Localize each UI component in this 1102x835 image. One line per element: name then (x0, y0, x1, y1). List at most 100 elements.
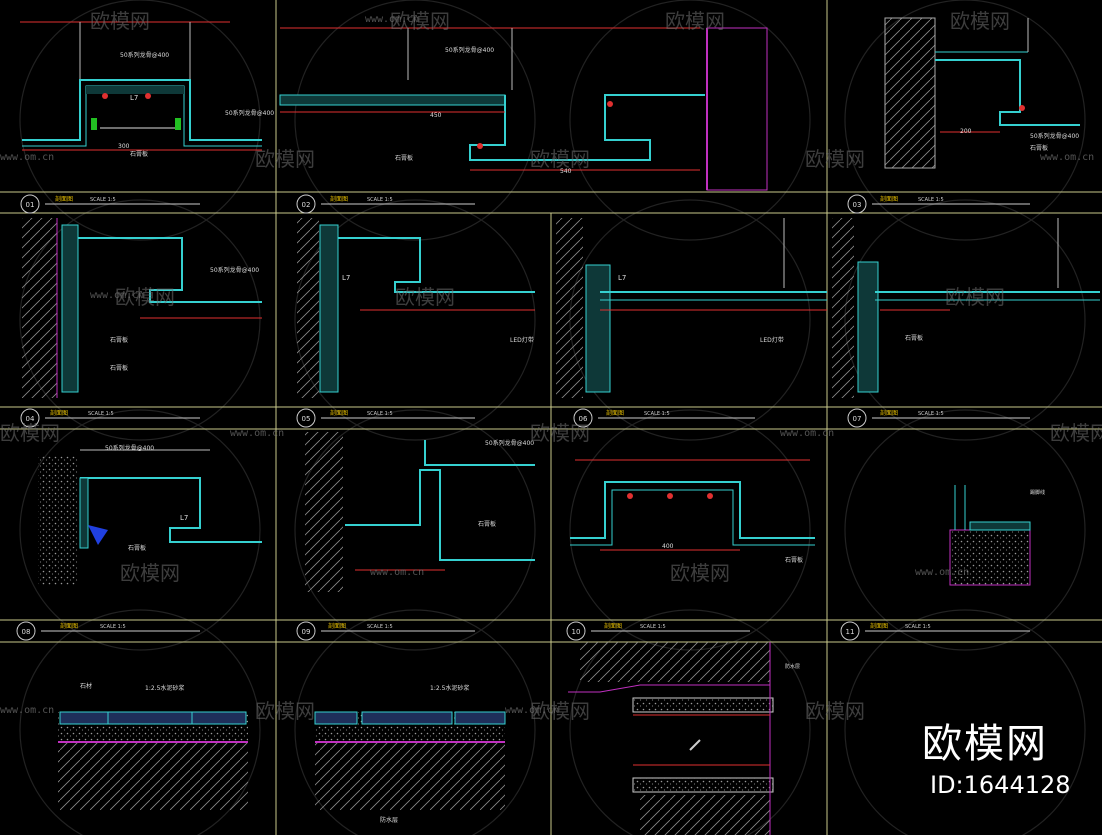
detail-title: 剖面图 (880, 195, 898, 203)
watermark-site: www.om.cn (0, 152, 54, 163)
watermark-site: www.om.cn (370, 567, 424, 578)
detail-number: 07 (853, 415, 862, 423)
detail-scale: SCALE 1:5 (100, 624, 126, 630)
detail-07-drawing: 石膏板 (832, 218, 1100, 398)
watermark-site: www.om.cn (365, 14, 419, 25)
detail-scale: SCALE 1:5 (367, 624, 393, 630)
brand-badge-name: 欧模网 (922, 721, 1048, 767)
watermark-text: 欧模网 (950, 9, 1010, 33)
detail-title: 剖面图 (870, 622, 888, 630)
detail-scale: SCALE 1:5 (918, 411, 944, 417)
title-block-06: 06 剖面图 SCALE 1:5 (573, 408, 755, 428)
svg-text:L7: L7 (180, 514, 188, 522)
watermark-text: 欧模网 (805, 699, 865, 723)
svg-text:L7: L7 (618, 274, 626, 282)
title-block-10: 10 剖面图 SCALE 1:5 (566, 621, 750, 641)
svg-text:50系列龙骨@400: 50系列龙骨@400 (225, 109, 274, 117)
detail-06-drawing: LED灯带 L7 (556, 218, 827, 398)
detail-row4-section-c: 防水层 (568, 642, 800, 835)
watermark-text: 欧模网 (115, 285, 175, 309)
watermark-text: 欧模网 (255, 147, 315, 171)
detail-scale: SCALE 1:5 (88, 411, 114, 417)
svg-text:防水层: 防水层 (785, 663, 800, 670)
title-block-09: 09 剖面图 SCALE 1:5 (296, 621, 475, 641)
detail-number: 05 (302, 415, 311, 423)
detail-title: 剖面图 (604, 622, 622, 630)
detail-title: 剖面图 (55, 195, 73, 203)
svg-text:1:2.5水泥砂浆: 1:2.5水泥砂浆 (430, 684, 469, 692)
title-block-07: 07 剖面图 SCALE 1:5 (847, 408, 1030, 428)
detail-08-drawing: 50系列龙骨@400 石膏板 L7 (38, 444, 262, 585)
detail-scale: SCALE 1:5 (905, 624, 931, 630)
watermark-text: 欧模网 (665, 9, 725, 33)
detail-row4-floor-a: 1:2.5水泥砂浆 石材 (58, 682, 248, 810)
title-block-05: 05 剖面图 SCALE 1:5 (296, 408, 475, 428)
title-block-03: 03 剖面图 SCALE 1:5 (847, 194, 1030, 214)
title-block-04: 04 剖面图 SCALE 1:5 (20, 408, 200, 428)
brand-badge-id: ID:1644128 (930, 771, 1071, 799)
detail-number: 03 (853, 201, 862, 209)
svg-text:石膏板: 石膏板 (110, 364, 128, 372)
title-block-11: 11 剖面图 SCALE 1:5 (840, 621, 1030, 641)
svg-text:石膏板: 石膏板 (785, 556, 803, 564)
svg-text:LED灯带: LED灯带 (760, 336, 784, 344)
watermark-text: 欧模网 (255, 699, 315, 723)
detail-number: 09 (302, 628, 311, 636)
detail-title: 剖面图 (50, 409, 68, 417)
detail-scale: SCALE 1:5 (90, 197, 116, 203)
watermark-site: www.om.cn (915, 567, 969, 578)
detail-number: 06 (579, 415, 588, 423)
detail-02-drawing: 50系列龙骨@400 450 540 石膏板 (279, 27, 768, 191)
watermark-site: www.om.cn (780, 428, 834, 439)
svg-text:50系列龙骨@400: 50系列龙骨@400 (485, 439, 534, 447)
watermark-text: 欧模网 (805, 147, 865, 171)
detail-number: 02 (302, 201, 311, 209)
svg-text:400: 400 (662, 543, 674, 550)
svg-text:防水层: 防水层 (380, 816, 398, 824)
watermark-text: 欧模网 (530, 147, 590, 171)
watermark-text: 欧模网 (670, 561, 730, 585)
svg-text:50系列龙骨@400: 50系列龙骨@400 (210, 266, 259, 274)
detail-11-drawing: 踢脚线 (949, 485, 1045, 586)
detail-scale: SCALE 1:5 (644, 411, 670, 417)
watermark-text: 欧模网 (1050, 421, 1102, 445)
svg-text:石膏板: 石膏板 (395, 154, 413, 162)
detail-03-drawing: 50系列龙骨@400 200 石膏板 (884, 17, 1080, 169)
detail-scale: SCALE 1:5 (640, 624, 666, 630)
detail-scale: SCALE 1:5 (918, 197, 944, 203)
watermark-site: www.om.cn (230, 428, 284, 439)
detail-09-drawing: 50系列龙骨@400 石膏板 (305, 432, 535, 592)
detail-number: 04 (26, 415, 35, 423)
svg-text:1:2.5水泥砂浆: 1:2.5水泥砂浆 (145, 684, 184, 692)
title-blocks: 01 剖面图 SCALE 1:5 02 剖面图 SCALE 1:5 03 剖面图… (16, 194, 1030, 641)
detail-number: 08 (22, 628, 31, 636)
svg-text:石膏板: 石膏板 (1030, 144, 1048, 152)
svg-text:450: 450 (430, 112, 442, 119)
detail-10-drawing: 400 石膏板 (570, 459, 815, 564)
svg-text:50系列龙骨@400: 50系列龙骨@400 (105, 444, 154, 452)
detail-title: 剖面图 (880, 409, 898, 417)
detail-title: 剖面图 (330, 195, 348, 203)
svg-text:50系列龙骨@400: 50系列龙骨@400 (1030, 132, 1079, 140)
title-block-08: 08 剖面图 SCALE 1:5 (16, 621, 200, 641)
svg-text:踢脚线: 踢脚线 (1030, 489, 1045, 496)
detail-05-drawing: LED灯带 L7 (297, 218, 535, 398)
detail-title: 剖面图 (328, 622, 346, 630)
detail-number: 10 (572, 628, 581, 636)
detail-number: 11 (846, 628, 855, 636)
svg-text:石膏板: 石膏板 (110, 336, 128, 344)
svg-text:200: 200 (960, 128, 972, 135)
watermark-text: 欧模网 (120, 561, 180, 585)
svg-text:石膏板: 石膏板 (478, 520, 496, 528)
detail-01-drawing: L7 50系列龙骨@400 50系列龙骨@400 石膏板 300 (20, 21, 274, 158)
detail-title: 剖面图 (60, 622, 78, 630)
svg-text:LED灯带: LED灯带 (510, 336, 534, 344)
detail-scale: SCALE 1:5 (367, 411, 393, 417)
watermark-site: www.om.cn (1040, 152, 1094, 163)
watermarks: 欧模网 欧模网 欧模网 欧模网 欧模网 欧模网 欧模网 欧模网 欧模网 欧模网 … (0, 9, 1102, 723)
svg-text:50系列龙骨@400: 50系列龙骨@400 (445, 46, 494, 54)
svg-text:L7: L7 (130, 94, 138, 102)
watermark-site: www.om.cn (90, 290, 144, 301)
